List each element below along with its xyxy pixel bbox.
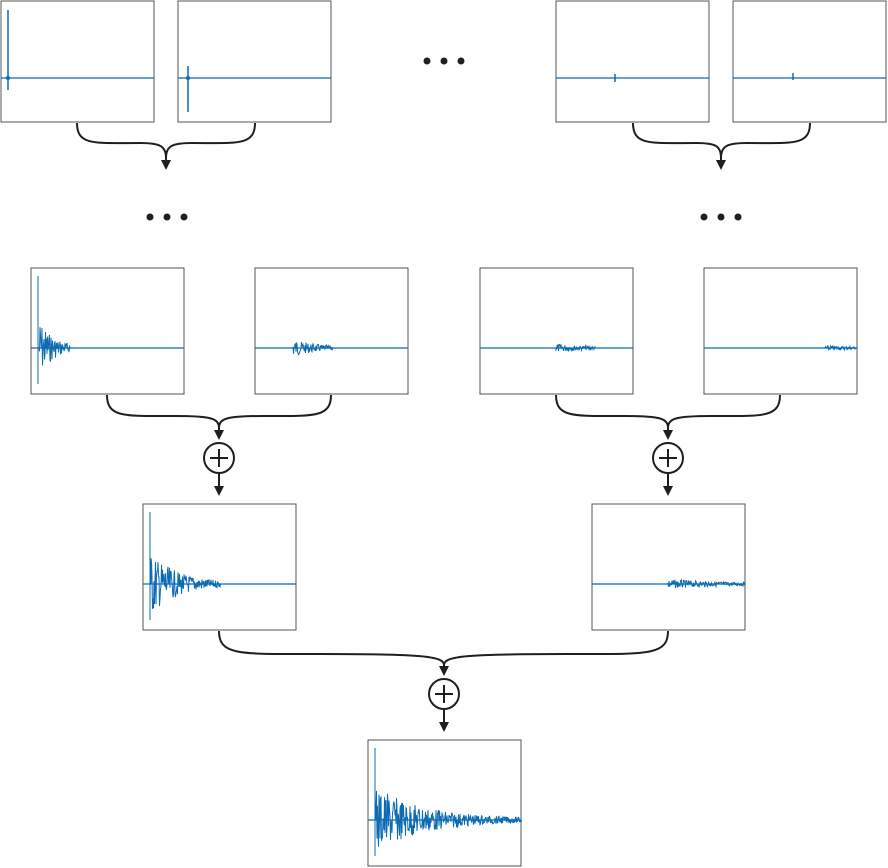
signal-panel-final (367, 739, 522, 867)
ellipsis-icon (423, 57, 465, 65)
connector-1-right (632, 122, 811, 170)
arrow-down-icon (214, 473, 673, 496)
signal-panel-2a (30, 267, 185, 395)
panel-row-1 (0, 0, 887, 123)
signal-panel-1b (177, 0, 332, 123)
plus-circle-icon (652, 442, 684, 474)
connector-2-right (555, 394, 781, 440)
signal-panel-1a (0, 0, 155, 123)
panel-row-2 (30, 267, 858, 395)
connector-3 (218, 630, 669, 676)
signal-panel-2c (479, 267, 634, 395)
ellipsis-icon (700, 213, 742, 221)
signal-panel-2b (254, 267, 409, 395)
signal-panel-1c (555, 0, 710, 123)
signal-panel-2d (703, 267, 858, 395)
connector-1-left (76, 122, 256, 170)
signal-panel-3a (142, 503, 297, 631)
ellipsis-icon (146, 213, 188, 221)
panel-row-3 (142, 503, 746, 631)
signal-panel-1d (732, 0, 887, 123)
connector-2-left (106, 394, 332, 440)
plus-circle-icon (203, 442, 235, 474)
plus-circle-icon (428, 678, 460, 710)
signal-panel-3b (591, 503, 746, 631)
